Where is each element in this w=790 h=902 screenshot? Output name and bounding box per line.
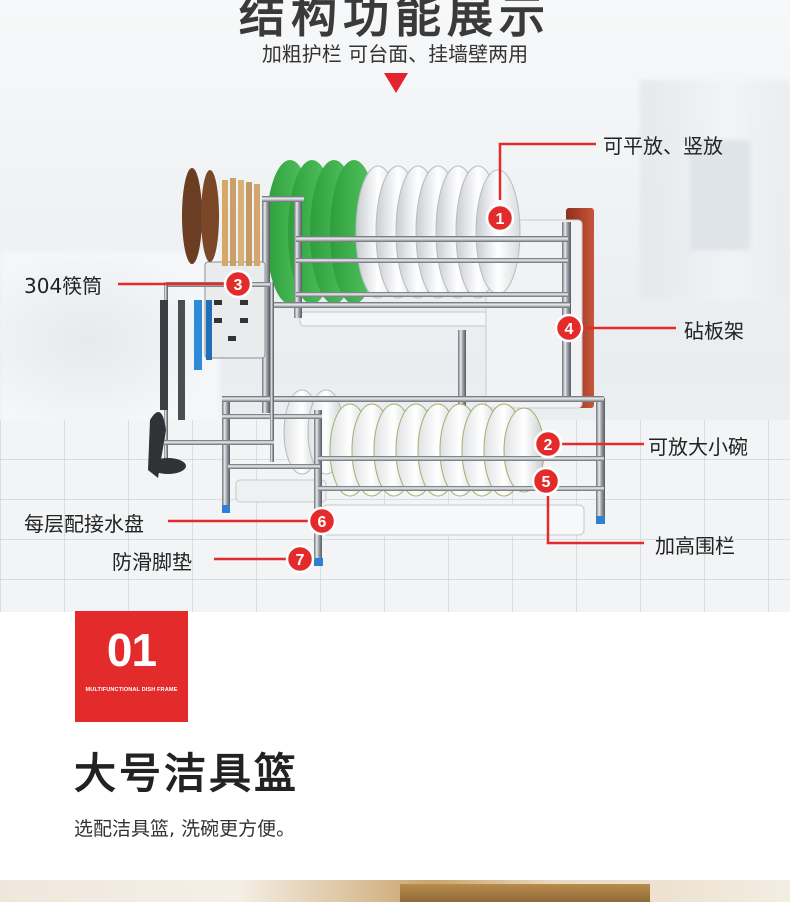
- callout-marker-5: 5: [531, 466, 561, 496]
- svg-text:7: 7: [296, 552, 305, 569]
- svg-text:3: 3: [234, 277, 243, 294]
- callout-marker-1: 1: [485, 203, 515, 233]
- section-description: 选配洁具篮, 洗碗更方便。: [74, 818, 296, 840]
- dish-rack-illustration: 1 2 3 4 5 6 7: [118, 142, 676, 574]
- callout-label-1: 可平放、竖放: [603, 134, 723, 158]
- callout-markers: 1 2 3 4 5 6 7: [223, 203, 584, 574]
- svg-text:1: 1: [496, 211, 505, 228]
- section-badge-caption: MULTIFUNCTIONAL DISH FRAME: [85, 687, 178, 693]
- callout-marker-3: 3: [223, 269, 253, 299]
- next-section-image-edge: [0, 880, 790, 902]
- callout-label-3: 304筷筒: [24, 274, 103, 298]
- callout-marker-4: 4: [554, 313, 584, 343]
- utensil-hanger: [148, 282, 274, 478]
- svg-text:6: 6: [318, 514, 327, 531]
- section-subheading: 加粗护栏 可台面、挂墙壁两用: [261, 42, 529, 66]
- callout-marker-6: 6: [307, 506, 337, 536]
- callout-label-5: 加高围栏: [655, 534, 735, 558]
- callout-label-6: 每层配接水盘: [24, 512, 144, 536]
- callout-label-4: 砧板架: [684, 319, 744, 343]
- section-number: 01: [106, 624, 157, 676]
- section-heading: 结构功能展示: [239, 0, 551, 43]
- background-window-pane: [690, 140, 750, 250]
- svg-text:4: 4: [565, 321, 574, 338]
- section-number-badge: 01 MULTIFUNCTIONAL DISH FRAME: [75, 611, 188, 722]
- callout-marker-7: 7: [285, 544, 315, 574]
- bowls: [283, 389, 545, 497]
- upper-rack: [262, 196, 571, 413]
- wooden-surface: [400, 884, 650, 902]
- left-drip-tray: [235, 479, 327, 503]
- svg-text:5: 5: [542, 474, 551, 491]
- svg-text:2: 2: [544, 437, 553, 454]
- down-arrow-icon: [384, 73, 408, 93]
- callout-label-2: 可放大小碗: [648, 435, 748, 459]
- lower-drip-tray: [321, 504, 585, 536]
- white-plates: [355, 165, 521, 299]
- callout-marker-2: 2: [533, 429, 563, 459]
- callout-label-7: 防滑脚垫: [112, 550, 192, 574]
- anti-slip-feet: [222, 505, 605, 566]
- callout-leader-lines: [118, 142, 676, 561]
- section-title: 大号洁具篮: [74, 749, 300, 798]
